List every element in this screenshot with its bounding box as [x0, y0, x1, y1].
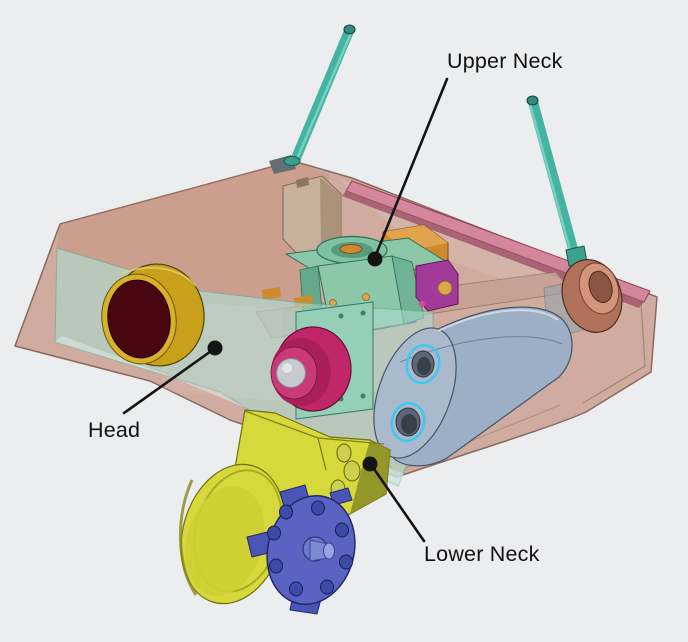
left-antenna: [289, 24, 356, 168]
left-antenna-tip: [343, 24, 356, 35]
camera-magenta: [270, 301, 374, 420]
camera-cap: [276, 358, 306, 388]
head-label: Head: [88, 418, 141, 442]
upper-neck-leader: [373, 77, 449, 259]
lower-neck-leader: [370, 464, 426, 543]
bracket-hole: [336, 443, 352, 463]
camera-lens-gold: [101, 263, 205, 367]
right-antenna-tip: [526, 95, 539, 106]
head-leader: [122, 347, 216, 415]
speaker-cylinder: [373, 306, 573, 467]
lens-aperture: [107, 279, 171, 359]
upper-neck-label: Upper Neck: [447, 49, 563, 73]
lower-neck-assembly: [179, 409, 391, 615]
right-antenna: [526, 95, 581, 265]
lower-neck-label: Lower Neck: [424, 542, 540, 566]
upper-neck-dot: [367, 251, 383, 267]
left-antenna-base: [269, 155, 301, 174]
lower-neck-dot: [362, 456, 378, 472]
head-dot: [207, 340, 223, 356]
antenna-mount-ring: [561, 245, 623, 333]
bracket-hole: [343, 460, 361, 482]
neck-motor: [415, 259, 459, 312]
speaker-hole-bottom: [390, 401, 426, 443]
neck-drum: [179, 463, 286, 605]
interior-box: [282, 175, 342, 259]
neck-motor-cap: [246, 484, 356, 615]
speaker-hole-top: [405, 343, 441, 385]
callouts: [122, 77, 449, 543]
